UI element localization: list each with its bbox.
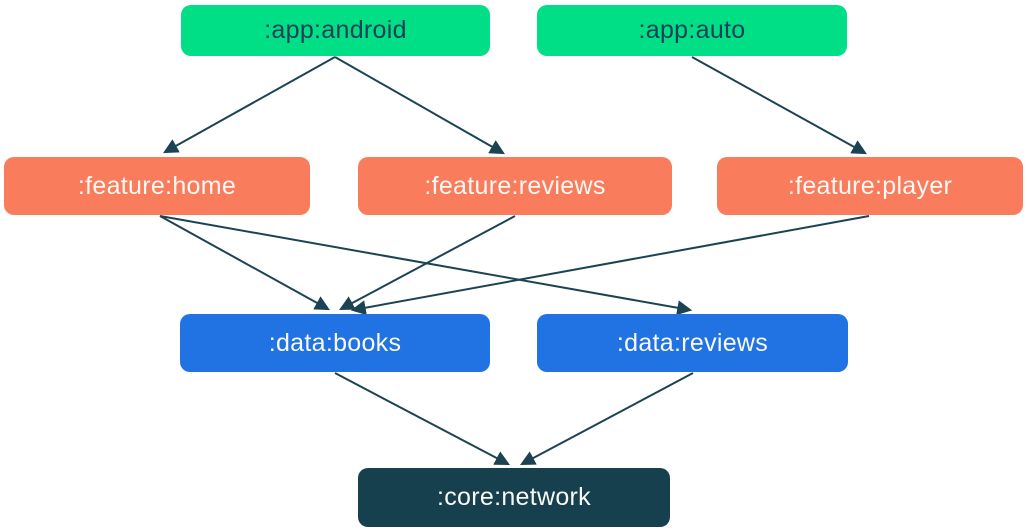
node-label: :core:network	[437, 483, 591, 511]
dependency-edges	[159, 56, 870, 466]
node-label: :app:android	[264, 16, 407, 44]
node-feature-player: :feature:player	[717, 157, 1023, 215]
edge-feature-home-to-data-books	[159, 215, 330, 311]
node-data-books: :data:books	[180, 314, 490, 372]
node-feature-reviews: :feature:reviews	[358, 157, 672, 215]
edge-app-android-to-feature-home	[163, 56, 336, 154]
node-label: :feature:player	[787, 171, 953, 200]
node-data-reviews: :data:reviews	[537, 314, 848, 372]
node-label: :data:books	[268, 328, 402, 357]
node-app-auto: :app:auto	[537, 5, 847, 56]
node-core-network: :core:network	[358, 468, 670, 527]
node-feature-home: :feature:home	[4, 157, 310, 215]
edge-app-android-to-feature-reviews	[334, 56, 505, 155]
node-label: :feature:home	[77, 171, 237, 200]
node-label: :feature:reviews	[424, 171, 606, 200]
node-label: :app:auto	[638, 16, 746, 44]
node-app-android: :app:android	[181, 5, 490, 56]
edge-data-books-to-core-network	[334, 372, 510, 466]
edge-feature-reviews-to-data-books	[339, 215, 516, 311]
edge-data-reviews-to-core-network	[520, 372, 694, 466]
edge-feature-home-to-data-reviews	[159, 215, 693, 316]
edge-feature-player-to-data-books	[350, 215, 870, 316]
edge-app-auto-to-feature-player	[691, 56, 867, 155]
node-label: :data:reviews	[616, 328, 769, 357]
